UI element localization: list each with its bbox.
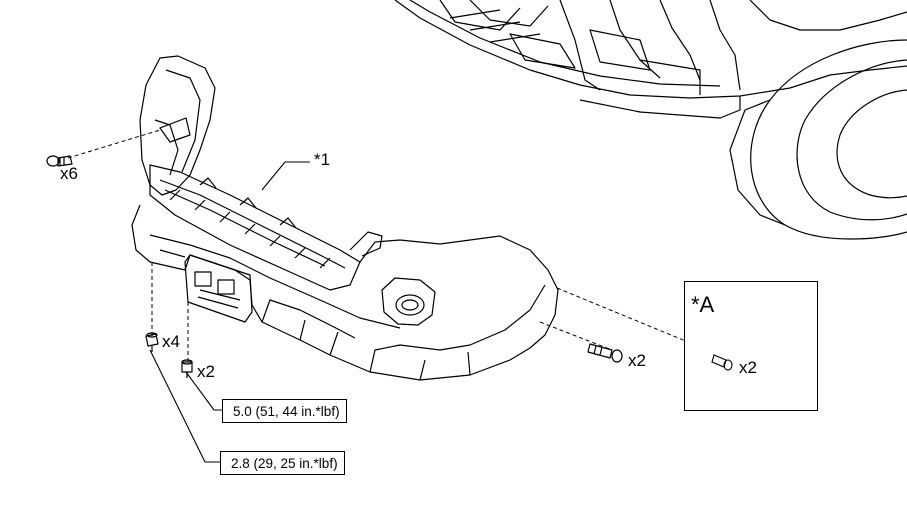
spec-upper-leader: [185, 371, 222, 411]
side-bolt-icon: [587, 343, 623, 363]
part-1-leader: [261, 161, 310, 191]
callout-a-box: *A x2: [684, 281, 818, 411]
front-tire: [729, 39, 907, 240]
spec-lower-leader: [149, 349, 220, 463]
clip-qty-label: x6: [60, 164, 78, 183]
callout-a-qty: x2: [739, 358, 757, 377]
part-1-label: *1: [314, 150, 331, 169]
leader-lines: [149, 161, 310, 463]
lower-bolt-icon: [145, 332, 159, 352]
front-bumper-cover: [131, 55, 559, 381]
callout-a-title: *A: [691, 292, 715, 317]
fog-lamp-bezel: [381, 277, 436, 326]
vehicle-front-body: [394, 0, 907, 119]
callout-a-fastener: [711, 354, 733, 371]
torque-spec-upper: 5.0 (51, 44 in.*lbf): [222, 399, 347, 423]
side-bolt-qty-label: x2: [628, 351, 646, 370]
lower-bolt-qty-label: x4: [162, 332, 180, 351]
license-plate-bracket: [184, 254, 253, 323]
clip-fastener-icon: [46, 155, 73, 167]
lower-screw-qty-label: x2: [197, 362, 215, 381]
torque-spec-lower: 2.8 (29, 25 in.*lbf): [220, 451, 345, 475]
lower-screw-icon: [181, 359, 193, 378]
